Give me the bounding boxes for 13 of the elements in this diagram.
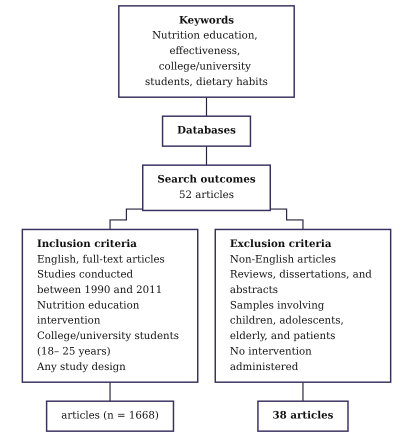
node-box: Databases [162, 115, 252, 147]
connector [109, 382, 111, 402]
connector [206, 146, 208, 166]
node-box: 38 articles [257, 400, 349, 432]
connector [109, 208, 143, 230]
node-box: Exclusion criteria Non-English articles Reviews, dissertations, and abstracts Samples involving children, adolescents, elderly, and patients No intervention administered [214, 228, 392, 383]
node-box: Keywords Nutrition education, effectiveness, college/university students, dietary habits [118, 5, 295, 98]
connector [270, 208, 304, 230]
node-box: Search outcomes 52 articles [142, 164, 271, 212]
connector [206, 96, 208, 117]
node-box: Inclusion criteria English, full-text articles Studies conducted between 1990 and 2011 Nutrition education intervention College/university students (18– 25 years) Any study design [22, 228, 198, 383]
connector [302, 382, 304, 402]
node-box: articles (n = 1668) [46, 400, 174, 432]
